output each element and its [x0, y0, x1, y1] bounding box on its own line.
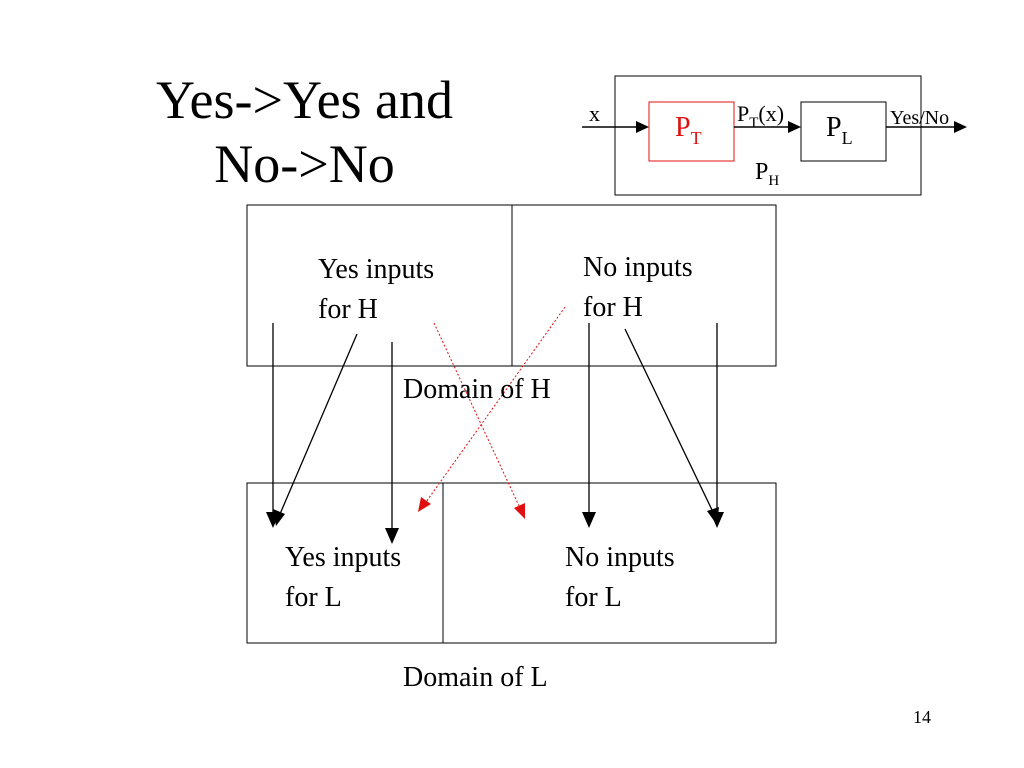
- mid-arrowhead: [788, 121, 801, 133]
- no-inputs-h-label: No inputs for H: [583, 252, 693, 323]
- input-label: x: [589, 101, 600, 126]
- arrowhead: [273, 509, 285, 526]
- title-line-2: No->No: [214, 134, 395, 194]
- pt-of-x-label: PT(x): [737, 101, 785, 132]
- pl-box-label: PL: [826, 112, 853, 148]
- output-label: Yes/No: [890, 107, 950, 129]
- no-inputs-l-label: No inputs for L: [565, 542, 675, 613]
- forbidden-arrowhead: [514, 503, 525, 519]
- domain-h-caption: Domain of H: [403, 374, 551, 405]
- pt-box-label: PT: [675, 112, 702, 148]
- slide-title: Yes->Yes and No->No: [132, 68, 477, 196]
- forbidden-arrow-yes-to-no: [433, 322, 521, 509]
- arrowhead: [385, 528, 399, 544]
- forbidden-arrowhead: [418, 497, 431, 512]
- domain-l-box: [246, 482, 777, 644]
- pl-box: [800, 101, 887, 162]
- arrow-no-diagonal: [624, 328, 714, 513]
- arrow-yes-diagonal: [279, 333, 358, 515]
- domain-l-caption: Domain of L: [403, 662, 548, 693]
- input-arrowhead: [636, 121, 649, 133]
- output-arrowhead: [954, 121, 967, 133]
- yes-inputs-l-label: Yes inputs for L: [285, 542, 402, 613]
- outer-box-ph: [614, 75, 922, 196]
- ph-label: PH: [755, 159, 780, 189]
- title-line-1: Yes->Yes and: [155, 70, 454, 130]
- pt-box: [648, 101, 735, 162]
- arrowhead: [710, 512, 724, 528]
- arrowhead: [582, 512, 596, 528]
- yes-inputs-h-label: Yes inputs for H: [318, 254, 435, 325]
- page-number: 14: [913, 707, 931, 727]
